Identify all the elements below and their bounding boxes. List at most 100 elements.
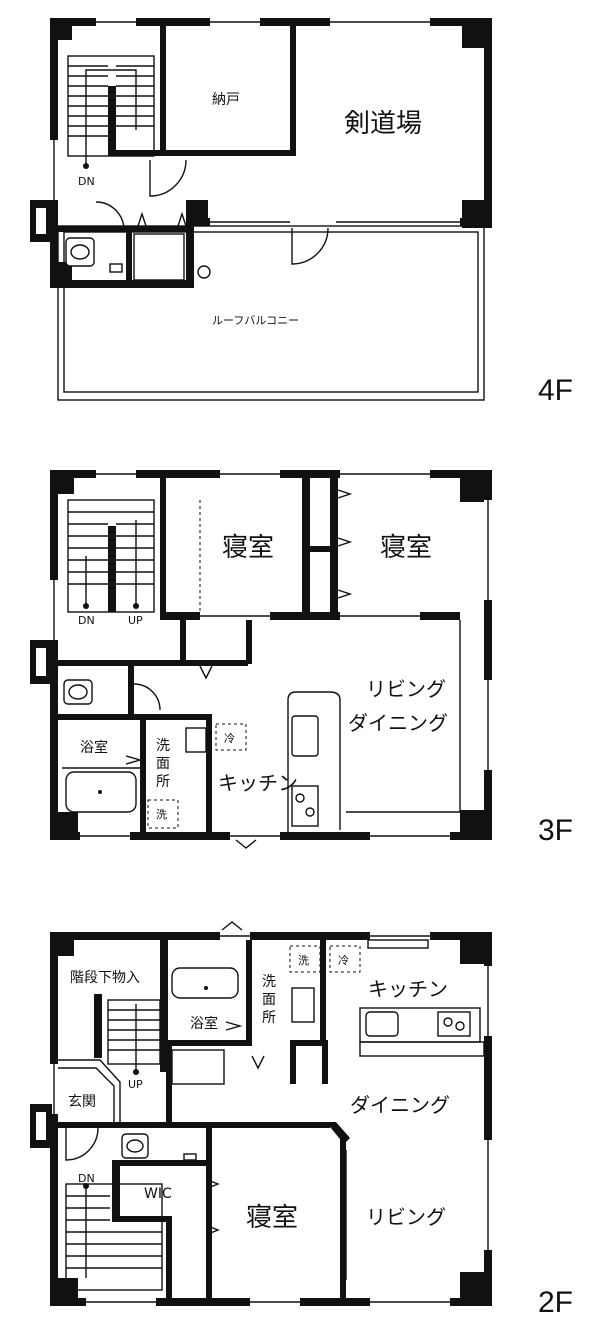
wall [484, 470, 492, 840]
room-living: リビング [366, 1205, 446, 1229]
door-swing [65, 1127, 99, 1161]
wall [180, 620, 186, 664]
staircase [65, 999, 163, 1291]
wall [206, 1122, 330, 1128]
wall [322, 1040, 328, 1084]
column [462, 18, 492, 48]
column [50, 262, 72, 288]
wall [94, 994, 102, 1058]
column [460, 810, 492, 840]
fridge-space [329, 945, 361, 973]
toilet [68, 684, 88, 700]
wall [50, 932, 492, 940]
washer-space [289, 945, 321, 973]
wall [320, 940, 326, 1046]
column [462, 200, 492, 228]
stair-arrow [85, 69, 137, 166]
room-washroom: 所 [156, 774, 170, 790]
room-balcony: ルーフバルコニー [212, 314, 299, 327]
door-icon [251, 1055, 265, 1070]
column [460, 932, 492, 964]
wall [484, 18, 492, 228]
chimney [36, 208, 46, 234]
toilet [70, 244, 90, 260]
wall [128, 666, 134, 718]
door-swing [291, 227, 329, 265]
wall [108, 526, 116, 612]
room-bedroom-a: 寝室 [222, 533, 274, 563]
room-washroom: 所 [262, 1010, 276, 1026]
wall [58, 660, 248, 666]
wall [246, 940, 252, 1046]
floor-label-2f: 2F [538, 1286, 573, 1319]
staircase [67, 499, 155, 613]
wall [206, 1122, 212, 1298]
room-washroom: 面 [156, 756, 170, 772]
floor-label-3f: 3F [538, 814, 573, 847]
sink-icon [291, 987, 315, 1023]
stove-icon [437, 1011, 471, 1037]
wall [160, 1040, 250, 1046]
wall [58, 1122, 208, 1128]
column [460, 470, 492, 502]
washer-space [147, 799, 179, 829]
staircase [67, 55, 155, 169]
sink-icon [109, 263, 123, 273]
fridge-space [215, 723, 247, 751]
wall [166, 1216, 172, 1298]
wall [206, 720, 212, 832]
washer-label: 洗 [298, 954, 309, 967]
wall [246, 620, 252, 664]
wall [140, 720, 146, 832]
window [171, 1049, 225, 1085]
floor-4f: DN 納戸 剣道場 ルーフバルコニー 4F [30, 18, 573, 407]
wall [290, 1040, 296, 1084]
kitchen-sink-icon [365, 1011, 399, 1037]
toilet [126, 1139, 144, 1153]
room-washroom: 洗 [262, 974, 276, 990]
room-bedroom-b: 寝室 [380, 533, 432, 563]
wall [160, 478, 166, 618]
wall [58, 714, 212, 720]
wall [160, 940, 168, 1072]
wall [58, 226, 188, 232]
door-opening [290, 218, 336, 226]
room-dojo: 剣道場 [344, 109, 422, 139]
floor-2f: UP DN 階段下物入 浴室 洗 面 所 キッチン ダイ [30, 921, 573, 1319]
wall [50, 470, 58, 840]
column [460, 1272, 492, 1306]
room-washroom: 洗 [156, 738, 170, 754]
wall [160, 26, 166, 156]
closet [133, 233, 185, 281]
wall [50, 18, 492, 26]
room-under-stairs: 階段下物入 [70, 970, 140, 986]
door-icon [225, 1021, 243, 1031]
room-entrance: 玄関 [68, 1093, 96, 1110]
stove-icon [291, 785, 319, 827]
closet-door-icon [337, 489, 353, 599]
shelf [367, 939, 429, 949]
room-bath: 浴室 [80, 739, 108, 756]
door-icon [235, 839, 257, 849]
room-washroom: 面 [262, 992, 276, 1008]
wall [112, 1160, 208, 1166]
wall [112, 1216, 172, 1222]
closet-door-icon [137, 211, 187, 227]
door-icon [207, 1179, 220, 1235]
wall [326, 1122, 350, 1144]
room-dining: ダイニング [348, 711, 448, 735]
entrance-wall [58, 1067, 115, 1122]
sink-icon [185, 727, 207, 753]
wall [302, 546, 338, 552]
stair-dn-label: DN [78, 1172, 95, 1185]
wall [126, 226, 132, 286]
bathtub [171, 967, 239, 999]
door-swing [149, 159, 187, 197]
wall [186, 210, 194, 288]
fridge-label: 冷 [338, 954, 349, 967]
stair-up-label: UP [128, 614, 143, 627]
balcony-outline [57, 225, 485, 401]
door-icon [125, 755, 143, 765]
wall [340, 1138, 346, 1298]
